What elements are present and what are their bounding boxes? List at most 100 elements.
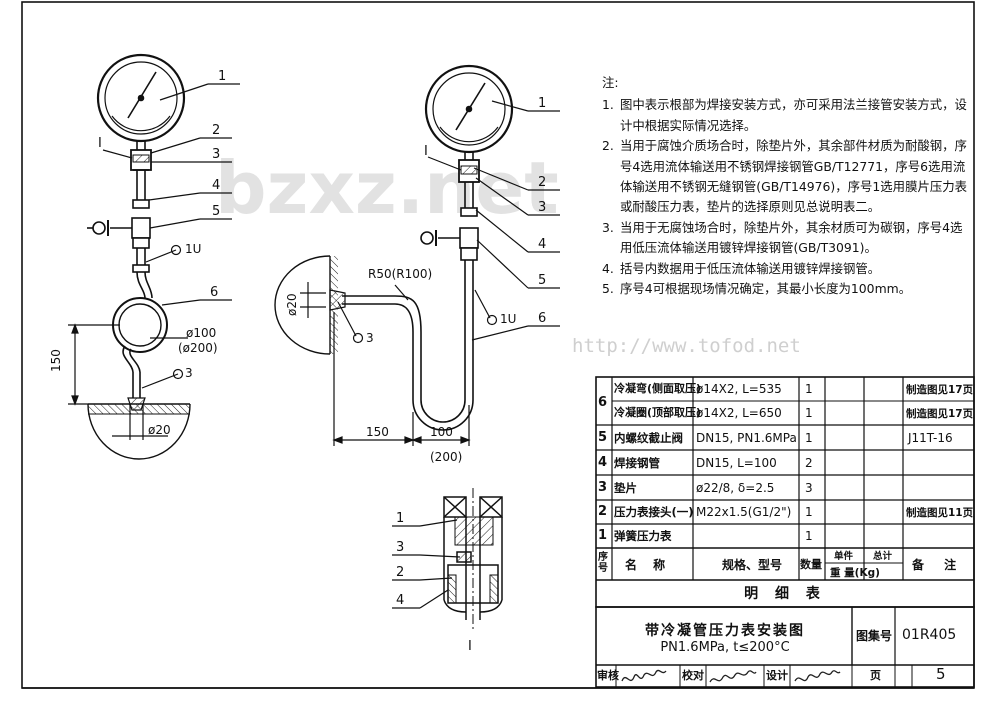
svg-text:3: 3 bbox=[396, 540, 404, 555]
svg-text:1: 1 bbox=[538, 96, 546, 111]
bom-qty: 2 bbox=[805, 456, 813, 470]
detail-labels: 1 3 2 4 I bbox=[396, 511, 472, 654]
svg-text:4: 4 bbox=[538, 237, 546, 252]
bom-header-spec: 规格、型号 bbox=[722, 558, 783, 572]
bom-name: 压力表接头(一) bbox=[614, 505, 694, 519]
check-label: 校对 bbox=[682, 669, 704, 682]
bom-spec: M22x1.5(G1/2") bbox=[696, 505, 792, 519]
middle-assembly bbox=[274, 64, 514, 431]
bom-qty: 3 bbox=[805, 481, 813, 495]
drawing-title: 带冷凝管压力表安装图 bbox=[645, 623, 805, 639]
watermark-text: bzxz.net bbox=[215, 146, 559, 230]
middle-callouts bbox=[300, 100, 560, 446]
note-item: 3.当用于无腐蚀场合时，除垫片外，其余材质可为碳钢，序号4选用低压流体输送用镀锌… bbox=[602, 219, 963, 256]
svg-text:6: 6 bbox=[538, 311, 546, 326]
note-item: 5.序号4可根据现场情况确定，其最小长度为100mm。 bbox=[602, 281, 912, 297]
bom-name: 冷凝圈(顶部取压) bbox=[614, 406, 702, 419]
bom-name: 冷凝弯(侧面取压) bbox=[614, 382, 702, 395]
bom-name: 垫片 bbox=[614, 481, 637, 495]
notes-heading: 注: bbox=[602, 75, 619, 90]
bom-spec: ø14X2, L=650 bbox=[696, 406, 782, 420]
bom-note: 制造图见11页 bbox=[906, 507, 974, 519]
bom-header-unit: 单件 bbox=[834, 551, 854, 562]
svg-text:(ø200): (ø200) bbox=[178, 341, 218, 355]
bom-spec: DN15, L=100 bbox=[696, 456, 777, 470]
note-item: 2.当用于腐蚀介质场合时，除垫片外，其余部件材质为耐酸钢，序号4选用流体输送用不… bbox=[602, 138, 968, 215]
svg-text:3: 3 bbox=[538, 200, 546, 215]
bom-header-note: 备 注 bbox=[912, 558, 965, 572]
svg-text:6: 6 bbox=[210, 285, 218, 300]
svg-text:1U: 1U bbox=[500, 312, 516, 326]
bom-name: 焊接钢管 bbox=[614, 456, 660, 470]
watermark-url: http://www.tofod.net bbox=[572, 335, 801, 357]
note-item: 4.括号内数据用于低压流体输送用镀锌焊接钢管。 bbox=[602, 260, 881, 276]
svg-text:3: 3 bbox=[212, 147, 220, 162]
svg-text:ø20: ø20 bbox=[148, 423, 171, 437]
bom-qty: 1 bbox=[805, 505, 813, 519]
svg-text:R50(R100): R50(R100) bbox=[368, 267, 432, 281]
detail-section bbox=[443, 488, 503, 632]
svg-text:100: 100 bbox=[430, 425, 453, 439]
bom-header-weight: 重 量(Kg) bbox=[830, 567, 880, 579]
svg-text:ø20: ø20 bbox=[285, 293, 299, 316]
bom-name: 弹簧压力表 bbox=[614, 529, 672, 543]
svg-text:(200): (200) bbox=[430, 450, 462, 464]
page-number: 5 bbox=[936, 665, 946, 683]
svg-text:3: 3 bbox=[185, 366, 193, 380]
left-labels: 1 2 3 4 5 6 I 1U 3 ø100 (ø200) 150 ø20 bbox=[49, 69, 226, 437]
bom-header-total: 总计 bbox=[873, 551, 893, 562]
bom-header-name: 名 称 bbox=[625, 558, 672, 572]
bom-header-no: 序号 bbox=[598, 552, 608, 574]
left-assembly bbox=[87, 53, 191, 460]
bom-caption: 明 细 表 bbox=[744, 586, 826, 602]
bom-table-grid bbox=[595, 376, 975, 688]
bom-qty: 1 bbox=[805, 431, 813, 445]
svg-text:I: I bbox=[98, 136, 102, 151]
page-label: 页 bbox=[870, 669, 881, 682]
detail-callouts bbox=[392, 519, 461, 609]
svg-text:1: 1 bbox=[218, 69, 226, 84]
svg-text:2: 2 bbox=[396, 565, 404, 580]
left-callouts bbox=[68, 83, 240, 440]
svg-text:2: 2 bbox=[212, 123, 220, 138]
svg-text:2: 2 bbox=[538, 175, 546, 190]
svg-text:I: I bbox=[424, 144, 428, 159]
atlas-label: 图集号 bbox=[856, 629, 893, 643]
svg-text:4: 4 bbox=[212, 178, 220, 193]
pressure-gauge-icon-2 bbox=[424, 64, 514, 154]
svg-text:ø100: ø100 bbox=[186, 326, 216, 340]
condenser-loop-icon bbox=[112, 297, 168, 353]
bom-no: 3 bbox=[598, 480, 608, 495]
bom-name: 内螺纹截止阀 bbox=[614, 431, 683, 445]
svg-text:5: 5 bbox=[212, 204, 220, 219]
bom-spec: ø14X2, L=535 bbox=[696, 382, 782, 396]
bom-spec: DN15, PN1.6MPa bbox=[696, 431, 797, 445]
drawing-subtitle: PN1.6MPa, t≤200°C bbox=[660, 640, 790, 655]
notes-block: 注: 1.图中表示根部为焊接安装方式，亦可采用法兰接管安装方式，设计中根据实际情… bbox=[602, 73, 972, 299]
svg-text:1U: 1U bbox=[185, 242, 201, 256]
svg-text:1: 1 bbox=[396, 511, 404, 526]
pressure-gauge-icon bbox=[96, 53, 186, 143]
note-item: 1.图中表示根部为焊接安装方式，亦可采用法兰接管安装方式，设计中根据实际情况选择… bbox=[602, 97, 967, 133]
middle-labels: 1 2 3 4 5 6 I R50(R100) ø20 1U 3 150 100… bbox=[285, 96, 546, 464]
svg-text:I: I bbox=[468, 639, 472, 654]
bom-note: 制造图见17页 bbox=[906, 384, 974, 396]
bom-qty: 1 bbox=[805, 406, 813, 420]
bom-spec: ø22/8, δ=2.5 bbox=[696, 481, 775, 495]
bom-no: 2 bbox=[598, 504, 608, 519]
svg-text:5: 5 bbox=[538, 273, 546, 288]
bom-qty: 1 bbox=[805, 382, 813, 396]
bom-note: J11T-16 bbox=[908, 431, 953, 445]
bom-no: 4 bbox=[598, 455, 608, 470]
bom-no: 5 bbox=[598, 430, 608, 445]
design-label: 设计 bbox=[766, 669, 788, 682]
bom-note: 制造图见17页 bbox=[906, 408, 974, 420]
bom-header-qty: 数量 bbox=[800, 558, 822, 571]
review-label: 审核 bbox=[597, 669, 619, 682]
svg-text:3: 3 bbox=[366, 331, 374, 345]
bom-no: 1 bbox=[598, 528, 608, 543]
svg-text:4: 4 bbox=[396, 593, 404, 608]
atlas-number: 01R405 bbox=[902, 627, 957, 643]
bom-no: 6 bbox=[598, 395, 608, 410]
